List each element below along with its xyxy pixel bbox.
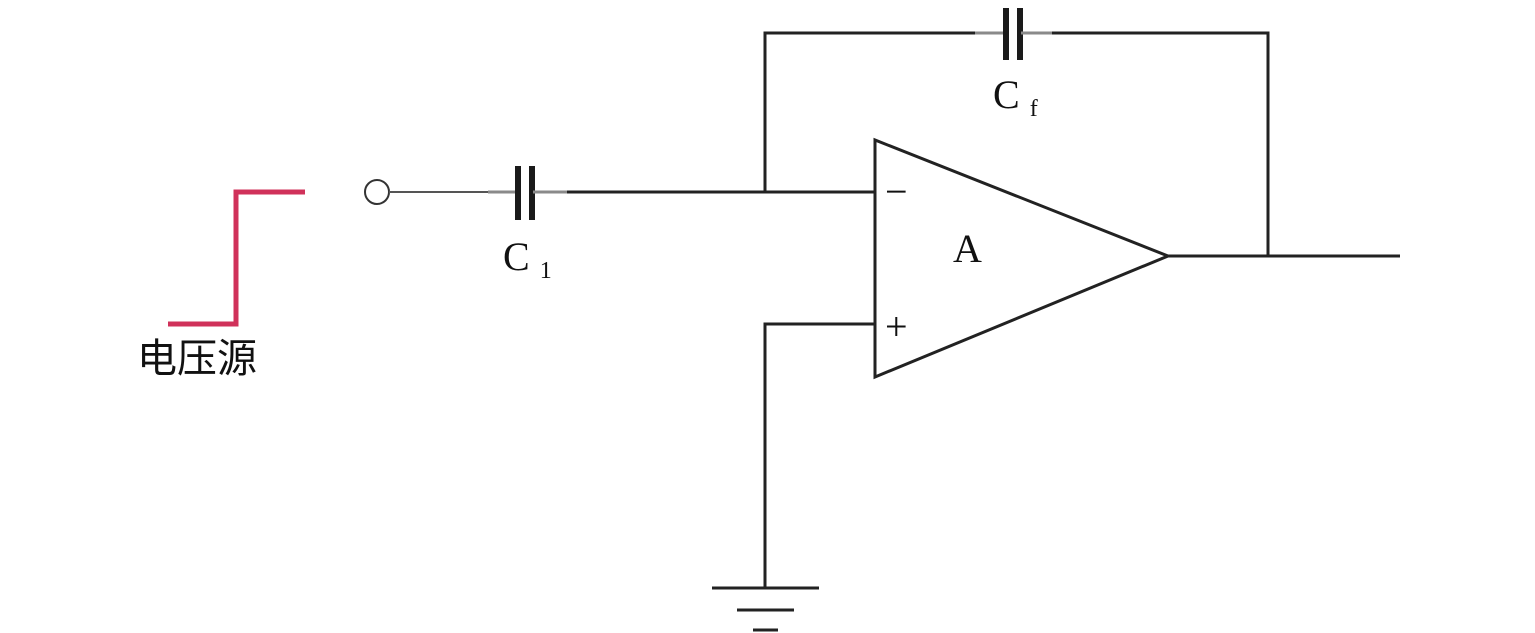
c1-label-main: C	[503, 234, 530, 279]
capacitor-cf	[975, 8, 1052, 60]
capacitor-c1	[488, 166, 567, 220]
c1-label-subscript: 1	[540, 258, 552, 284]
ground-symbol	[712, 586, 819, 632]
feedback-left-wire	[763, 31, 975, 192]
voltage-step-waveform	[168, 189, 305, 327]
c1-label: C 1	[503, 234, 552, 284]
input-terminal	[364, 179, 390, 205]
cf-label-main: C	[993, 72, 1020, 117]
cf-label: C f	[993, 72, 1038, 122]
op-amp-triangle	[873, 137, 1173, 380]
non-inverting-to-ground-wire	[763, 322, 875, 588]
cf-label-subscript: f	[1030, 96, 1038, 122]
op-amp-label: A	[953, 226, 982, 271]
inverting-input-sign: −	[885, 169, 908, 214]
voltage-source-label: 电压源	[137, 336, 257, 382]
feedback-right-wire	[1052, 31, 1270, 256]
non-inverting-input-sign: +	[885, 304, 908, 349]
